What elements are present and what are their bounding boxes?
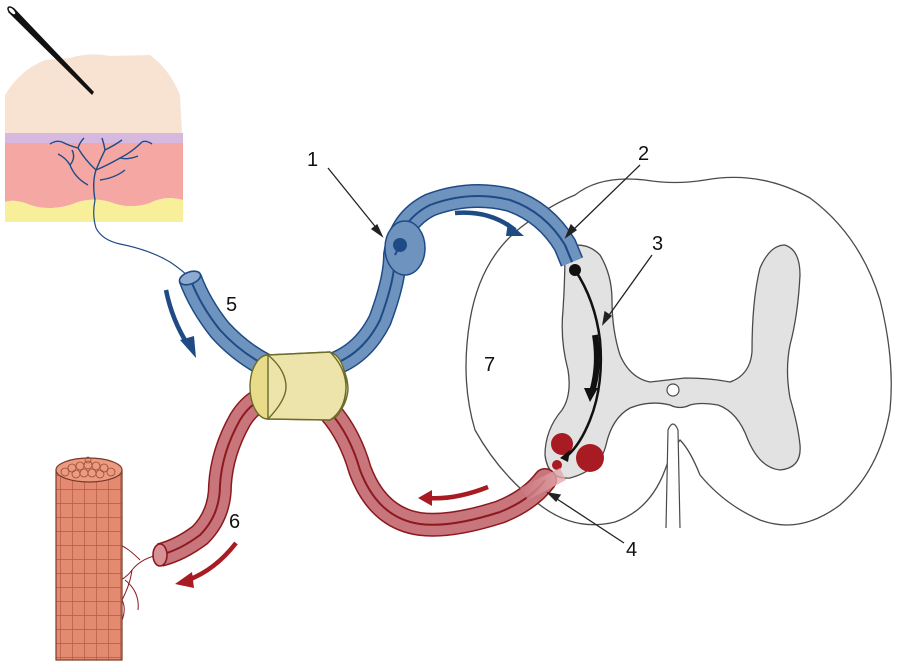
motor-direction-arrows: [175, 484, 489, 588]
needle-icon: [7, 6, 94, 95]
motor-neuron-body-3: [552, 460, 562, 470]
epidermis: [5, 54, 182, 135]
sensory-direction-arrows: [163, 210, 524, 358]
muscle-bundle: [55, 456, 123, 661]
label-1: 1: [307, 149, 318, 171]
label-4: 4: [626, 539, 637, 561]
spinal-nerve-sheath: [249, 351, 349, 421]
motor-nerve-cut-end: [152, 543, 168, 567]
label-2: 2: [638, 143, 649, 165]
label-7: 7: [484, 354, 495, 376]
label-3: 3: [652, 233, 663, 255]
motor-neuron-body-1: [551, 433, 573, 455]
sensory-nerve-cut-end: [178, 270, 202, 286]
receptor-axon: [93, 199, 191, 279]
central-canal: [666, 383, 680, 397]
label-6: 6: [229, 511, 240, 533]
label-5: 5: [226, 294, 237, 316]
curved-arrow-icon: [163, 289, 190, 347]
interneuron-pathway: [560, 264, 603, 462]
anterior-median-fissure: [665, 423, 681, 529]
sensory-receptor-endings: [49, 137, 153, 201]
motor-neuron-body-2: [576, 444, 604, 472]
curved-arrow-icon: [589, 334, 600, 393]
curved-arrow-icon: [454, 210, 517, 232]
leader-lines: [327, 164, 653, 544]
muscle-body: [55, 469, 123, 661]
skin-section: [5, 54, 191, 279]
spinal-cord: [465, 176, 892, 529]
basal-layer: [5, 133, 183, 143]
curved-arrow-icon: [427, 484, 489, 501]
motor-fade-into-cord: [520, 468, 566, 500]
